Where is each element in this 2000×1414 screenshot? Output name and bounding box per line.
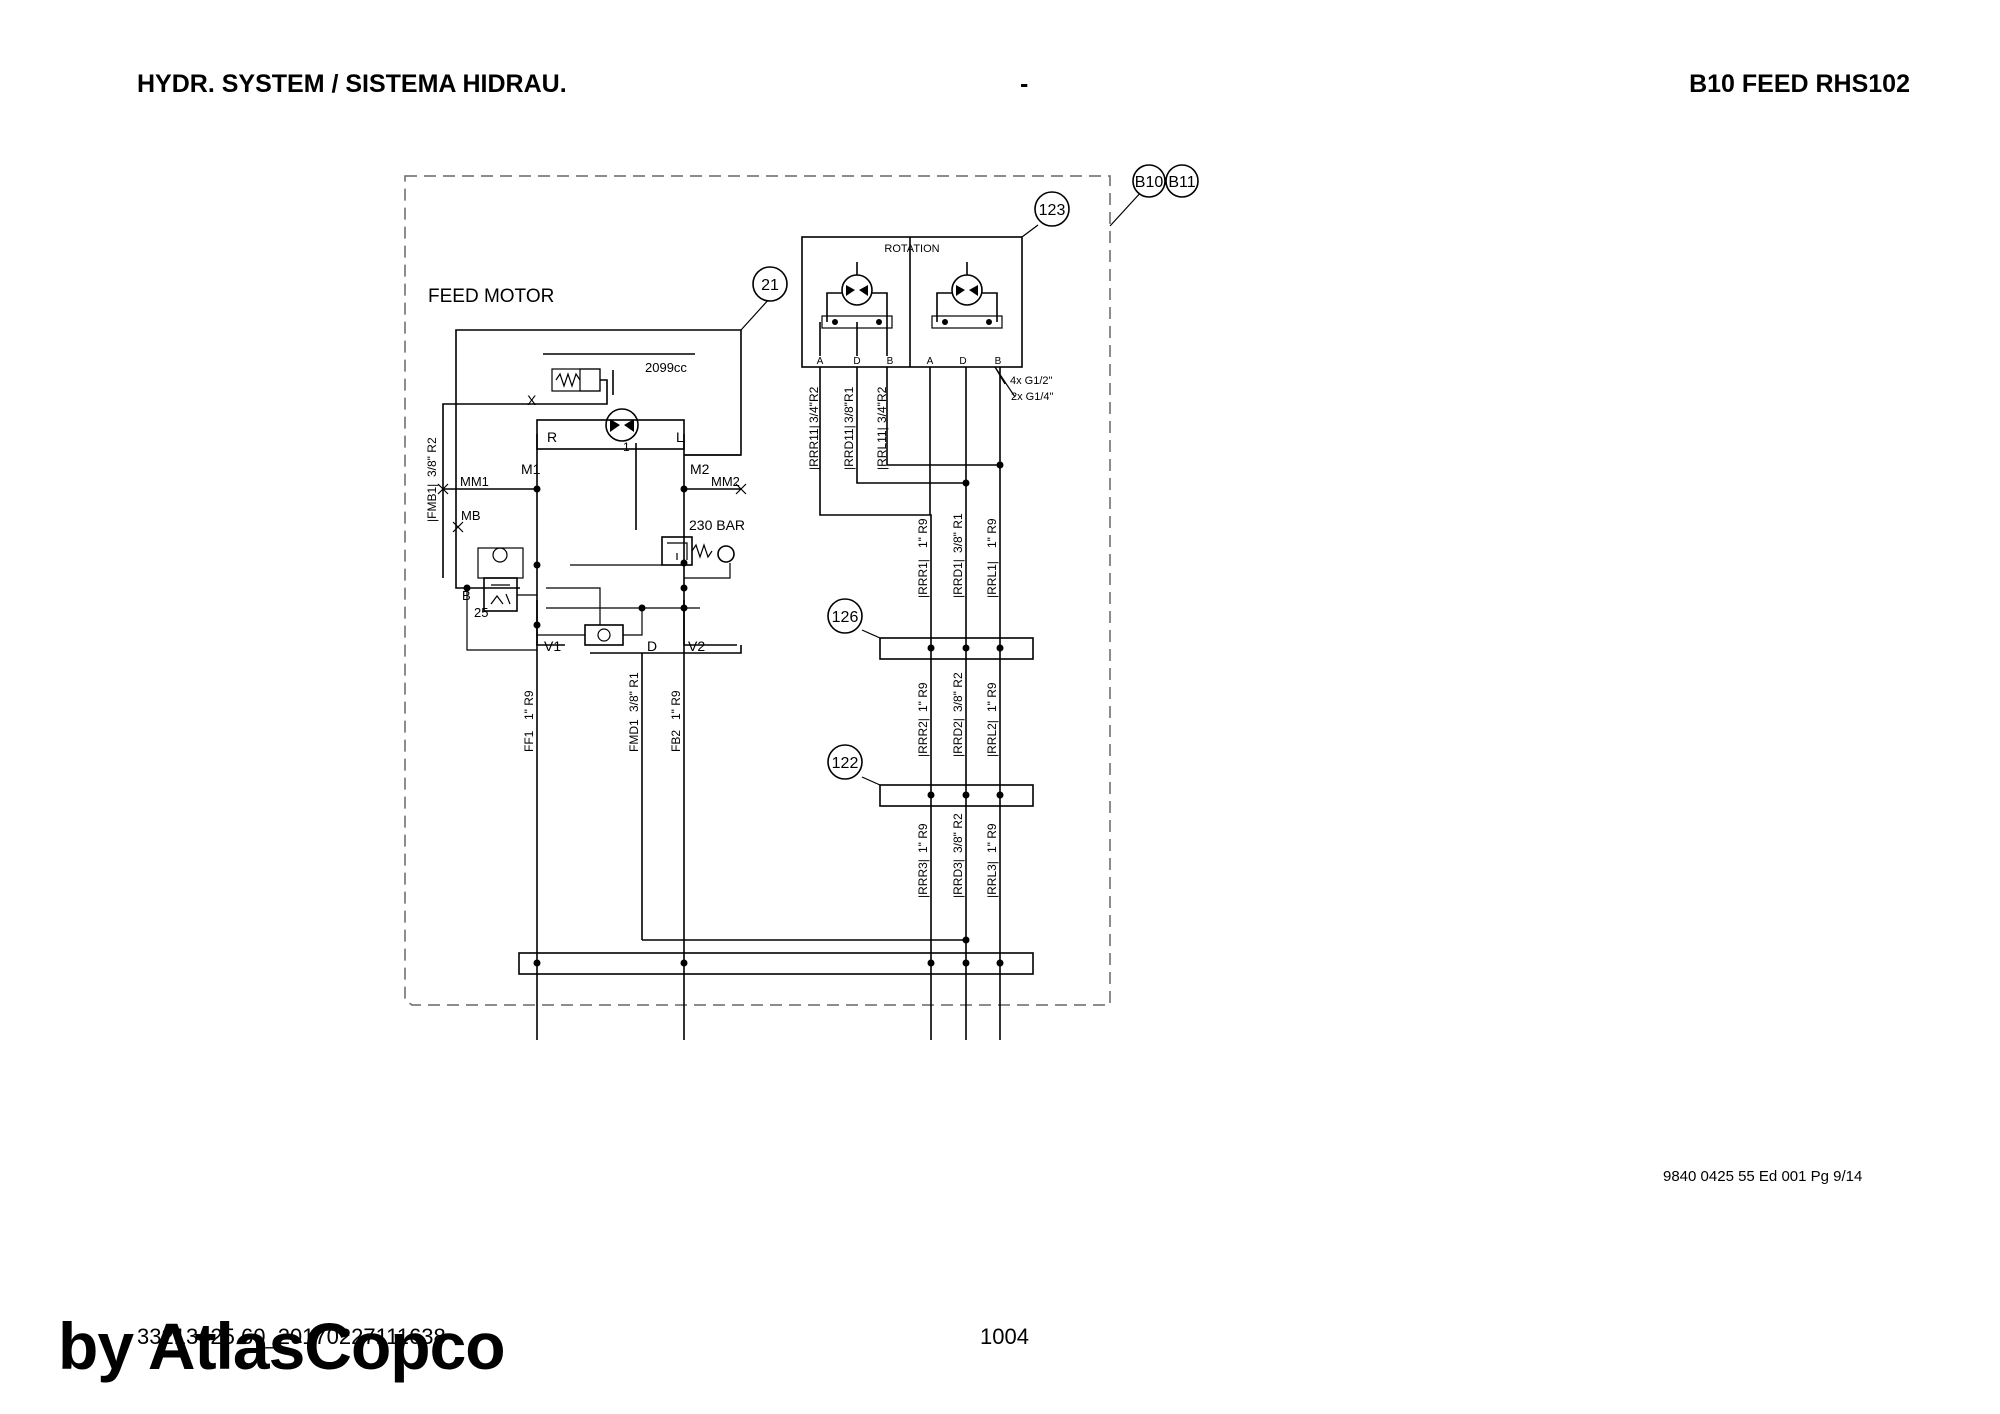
svg-text:21: 21 <box>761 277 779 294</box>
svg-text:B11: B11 <box>1168 174 1195 191</box>
hose-labels: |RRR11| 3/4"R2 |RRD11| 3/8"R1 |RRL11| 3/… <box>425 386 999 898</box>
bubble-b10: B10 <box>1132 164 1166 198</box>
boundary-frame <box>404 175 1111 1006</box>
svg-text:3/4"R2: 3/4"R2 <box>875 386 889 423</box>
svg-text:|RRL2|: |RRL2| <box>985 720 999 757</box>
svg-text:A: A <box>927 356 934 367</box>
svg-text:FB2: FB2 <box>669 730 683 752</box>
svg-text:|RRL3|: |RRL3| <box>985 861 999 898</box>
svg-text:B: B <box>887 356 894 367</box>
svg-text:1" R9: 1" R9 <box>985 823 999 853</box>
bubble-123: 123 <box>1034 191 1070 227</box>
svg-text:|RRD3|: |RRD3| <box>951 859 965 898</box>
svg-text:3/4"R2: 3/4"R2 <box>807 386 821 423</box>
svg-text:B10: B10 <box>1135 174 1164 191</box>
svg-text:2x G1/4": 2x G1/4" <box>1011 391 1054 403</box>
svg-text:D: D <box>959 356 966 367</box>
svg-text:3/8"R1: 3/8"R1 <box>842 386 856 423</box>
svg-text:122: 122 <box>832 755 859 772</box>
svg-text:B: B <box>462 588 471 603</box>
svg-text:L: L <box>676 429 684 445</box>
header-drawing-id: B10 FEED RHS102 <box>1689 70 1910 98</box>
svg-text:V1: V1 <box>544 638 561 654</box>
bubble-21: 21 <box>740 266 788 331</box>
svg-text:3/8" R2: 3/8" R2 <box>425 437 439 477</box>
svg-text:1" R9: 1" R9 <box>916 682 930 712</box>
svg-text:FF1: FF1 <box>522 730 536 752</box>
feed-hose-lines <box>642 936 970 944</box>
svg-text:|RRR1|: |RRR1| <box>916 559 930 598</box>
svg-text:M1: M1 <box>521 461 541 477</box>
svg-text:R: R <box>547 429 557 445</box>
header-separator: - <box>1020 70 1029 98</box>
svg-text:3/8" R2: 3/8" R2 <box>951 672 965 712</box>
svg-text:3/8" R1: 3/8" R1 <box>627 672 641 712</box>
svg-text:V2: V2 <box>688 638 705 654</box>
manifold-122: 122 <box>827 744 1034 807</box>
svg-text:|RRD11|: |RRD11| <box>842 425 856 470</box>
svg-text:B: B <box>995 356 1002 367</box>
header-section-title: HYDR. SYSTEM / SISTEMA HIDRAU. <box>137 70 567 98</box>
svg-text:X: X <box>527 392 537 408</box>
svg-text:|RRD2|: |RRD2| <box>951 718 965 757</box>
manifold-126: 126 <box>827 598 1034 660</box>
manifold-bottom <box>518 952 1034 975</box>
feed-motor-title: FEED MOTOR <box>428 286 554 307</box>
svg-text:1" R9: 1" R9 <box>669 690 683 720</box>
svg-text:3/8" R1: 3/8" R1 <box>951 513 965 553</box>
svg-text:123: 123 <box>1039 202 1066 219</box>
svg-text:|RRR3|: |RRR3| <box>916 859 930 898</box>
bubble-b11: B11 <box>1165 164 1199 198</box>
boundary-leader <box>1109 189 1144 227</box>
footer-page-number: 1004 <box>980 1324 1029 1349</box>
brand-watermark: by AtlasCopco <box>58 1309 506 1383</box>
footer-code: 33213425 60_20170227111638 <box>137 1324 446 1349</box>
svg-text:MM1: MM1 <box>460 474 489 489</box>
svg-text:1" R9: 1" R9 <box>985 518 999 548</box>
rotation-hose-lines <box>819 367 1004 1040</box>
svg-text:MB: MB <box>461 508 481 523</box>
svg-text:1" R9: 1" R9 <box>522 690 536 720</box>
svg-text:1" R9: 1" R9 <box>916 518 930 548</box>
svg-text:4x G1/2": 4x G1/2" <box>1010 375 1053 387</box>
svg-text:2099cc: 2099cc <box>645 360 687 375</box>
rotation-motor-block: ROTATION 123 A D B A D B 4x G1/2" 2x G1/… <box>801 191 1070 403</box>
svg-text:A: A <box>817 356 824 367</box>
svg-text:126: 126 <box>832 609 859 626</box>
document-reference: 9840 0425 55 Ed 001 Pg 9/14 <box>1663 1168 1863 1185</box>
feed-motor-circuit: 2099cc X R L 1 M1 M2 MM1 MM2 MB 230 <box>437 329 747 1040</box>
svg-text:25: 25 <box>474 605 488 620</box>
svg-text:|RRD1|: |RRD1| <box>951 559 965 598</box>
svg-text:D: D <box>647 638 657 654</box>
svg-text:3/8" R2: 3/8" R2 <box>951 813 965 853</box>
svg-text:FMD1: FMD1 <box>627 719 641 752</box>
svg-text:1" R9: 1" R9 <box>916 823 930 853</box>
svg-text:|RRL11|: |RRL11| <box>875 427 889 470</box>
svg-text:1: 1 <box>623 440 630 454</box>
svg-text:|FMB1|: |FMB1| <box>425 484 439 522</box>
svg-text:ROTATION: ROTATION <box>884 243 939 255</box>
svg-text:MM2: MM2 <box>711 474 740 489</box>
svg-text:M2: M2 <box>690 461 710 477</box>
svg-text:1" R9: 1" R9 <box>985 682 999 712</box>
svg-text:|RRL1|: |RRL1| <box>985 561 999 598</box>
svg-text:|RRR2|: |RRR2| <box>916 718 930 757</box>
svg-text:D: D <box>853 356 860 367</box>
feed-motor-symbol <box>605 408 639 442</box>
svg-text:230 BAR: 230 BAR <box>689 517 745 533</box>
svg-text:|RRR11|: |RRR11| <box>807 425 821 470</box>
